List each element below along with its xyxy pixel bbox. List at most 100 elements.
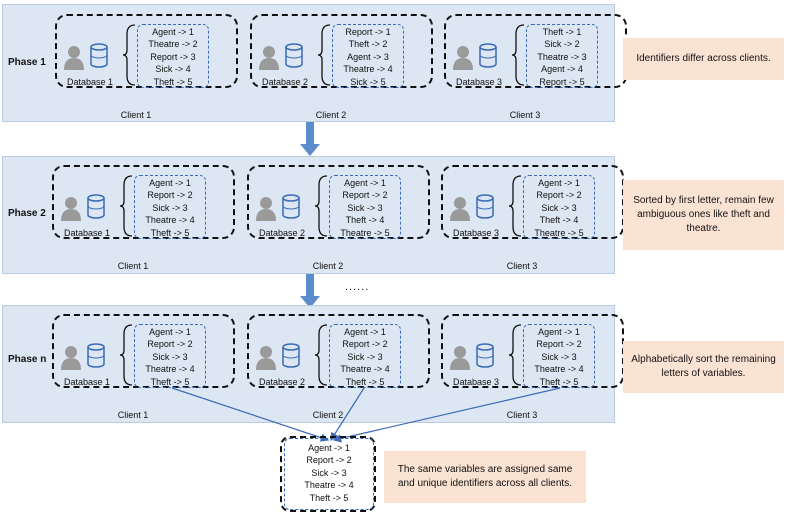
brace-icon [122, 24, 136, 86]
mapping-entry: Agent -> 1 [308, 443, 350, 453]
ellipsis: ...... [345, 281, 370, 293]
down-arrow-icon [300, 274, 320, 308]
mapping-entry: Sick -> 3 [311, 467, 347, 478]
mapping-entry: Theft -> 4 [539, 215, 579, 226]
mapping-entry: Theatre -> 5 [340, 227, 390, 238]
database-label: Database 2 [259, 377, 306, 387]
mapping-entry: Agent -> 1 [344, 178, 386, 188]
phase-2-note: Sorted by first letter, remain few ambig… [623, 180, 784, 250]
client-label: Client 3 [506, 410, 538, 420]
database-label: Database 1 [64, 228, 111, 238]
mapping-entry: Sick -> 3 [541, 351, 577, 362]
database-label: Database 1 [64, 377, 111, 387]
brace-icon [314, 175, 328, 237]
database-icon [282, 194, 300, 219]
phase-n-label: Phase n [8, 354, 47, 365]
mapping-entry: Theft -> 5 [150, 227, 190, 238]
mapping-list: Agent -> 1 Report -> 2 Sick -> 3 Theatre… [329, 324, 401, 388]
mapping-entry: Theft -> 5 [345, 376, 385, 387]
mapping-entry: Agent -> 1 [538, 178, 580, 188]
phase-n-note: Alphabetically sort the remaining letter… [623, 341, 784, 393]
mapping-entry: Report -> 3 [150, 51, 196, 62]
mapping-entry: Theatre -> 4 [145, 364, 195, 375]
mapping-entry: Sick -> 3 [152, 202, 188, 213]
mapping-entry: Agent -> 1 [152, 27, 194, 37]
database-icon [476, 343, 494, 368]
brace-icon [508, 175, 522, 237]
mapping-entry: Sick -> 3 [152, 351, 188, 362]
mapping-entry: Theatre -> 4 [145, 215, 195, 226]
mapping-entry: Agent -> 1 [344, 327, 386, 337]
brace-icon [508, 324, 522, 386]
mapping-entry: Theft -> 1 [542, 27, 582, 37]
database-icon [476, 194, 494, 219]
user-icon [450, 346, 470, 370]
final-mapping-list: Agent -> 1 Report -> 2 Sick -> 3 Theatre… [284, 438, 374, 510]
database-label: Database 3 [456, 77, 503, 87]
mapping-entry: Theft -> 5 [153, 76, 193, 87]
client-label: Client 2 [315, 110, 347, 120]
database-icon [285, 43, 303, 68]
client-label: Client 1 [117, 261, 149, 271]
mapping-entry: Theatre -> 4 [304, 480, 354, 491]
mapping-entry: Report -> 2 [306, 455, 352, 466]
user-icon [256, 197, 276, 221]
user-icon [450, 197, 470, 221]
mapping-list: Agent -> 1 Theatre -> 2 Report -> 3 Sick… [137, 24, 209, 88]
client-label: Client 1 [120, 110, 152, 120]
mapping-entry: Theft -> 2 [348, 39, 388, 50]
mapping-list: Report -> 1 Theft -> 2 Agent -> 3 Theatr… [332, 24, 404, 88]
mapping-entry: Agent -> 1 [538, 327, 580, 337]
mapping-entry: Report -> 2 [536, 339, 582, 350]
mapping-list: Agent -> 1 Report -> 2 Sick -> 3 Theatre… [134, 175, 206, 239]
mapping-entry: Agent -> 1 [149, 178, 191, 188]
mapping-entry: Sick -> 3 [347, 202, 383, 213]
mapping-list: Theft -> 1 Sick -> 2 Theatre -> 3 Agent … [526, 24, 598, 88]
client-label: Client 2 [312, 261, 344, 271]
mapping-entry: Theft -> 5 [309, 492, 349, 503]
database-label: Database 1 [67, 77, 114, 87]
database-icon [87, 343, 105, 368]
final-result-box [280, 436, 376, 512]
mapping-entry: Sick -> 3 [347, 351, 383, 362]
mapping-entry: Theatre -> 4 [534, 364, 584, 375]
mapping-list: Agent -> 1 Report -> 2 Sick -> 3 Theft -… [329, 175, 401, 239]
brace-icon [119, 324, 133, 386]
mapping-entry: Report -> 2 [536, 190, 582, 201]
user-icon [61, 197, 81, 221]
brace-icon [511, 24, 525, 86]
user-icon [61, 346, 81, 370]
mapping-entry: Theatre -> 4 [340, 364, 390, 375]
mapping-entry: Theatre -> 5 [534, 227, 584, 238]
phase-1-band [2, 4, 615, 122]
mapping-entry: Sick -> 2 [544, 39, 580, 50]
client-label: Client 2 [312, 410, 344, 420]
database-label: Database 3 [453, 377, 500, 387]
mapping-entry: Report -> 2 [147, 190, 193, 201]
mapping-list: Agent -> 1 Report -> 2 Sick -> 3 Theft -… [523, 175, 595, 239]
database-label: Database 2 [259, 228, 306, 238]
mapping-entry: Report -> 2 [147, 339, 193, 350]
user-icon [453, 46, 473, 70]
down-arrow-icon [300, 122, 320, 156]
phase-1-label: Phase 1 [8, 57, 46, 68]
mapping-entry: Sick -> 3 [541, 202, 577, 213]
client-label: Client 3 [509, 110, 541, 120]
user-icon [256, 346, 276, 370]
mapping-entry: Report -> 1 [345, 27, 391, 37]
mapping-entry: Sick -> 5 [350, 76, 386, 87]
client-label: Client 1 [117, 410, 149, 420]
client-label: Client 3 [506, 261, 538, 271]
database-label: Database 3 [453, 228, 500, 238]
mapping-entry: Theft -> 4 [345, 215, 385, 226]
user-icon [64, 46, 84, 70]
mapping-entry: Report -> 5 [539, 76, 585, 87]
mapping-entry: Agent -> 4 [541, 64, 583, 75]
mapping-entry: Theft -> 5 [539, 376, 579, 387]
mapping-entry: Theatre -> 3 [537, 51, 587, 62]
database-icon [479, 43, 497, 68]
mapping-entry: Sick -> 4 [155, 64, 191, 75]
brace-icon [119, 175, 133, 237]
mapping-list: Agent -> 1 Report -> 2 Sick -> 3 Theatre… [523, 324, 595, 388]
mapping-list: Agent -> 1 Report -> 2 Sick -> 3 Theatre… [134, 324, 206, 388]
